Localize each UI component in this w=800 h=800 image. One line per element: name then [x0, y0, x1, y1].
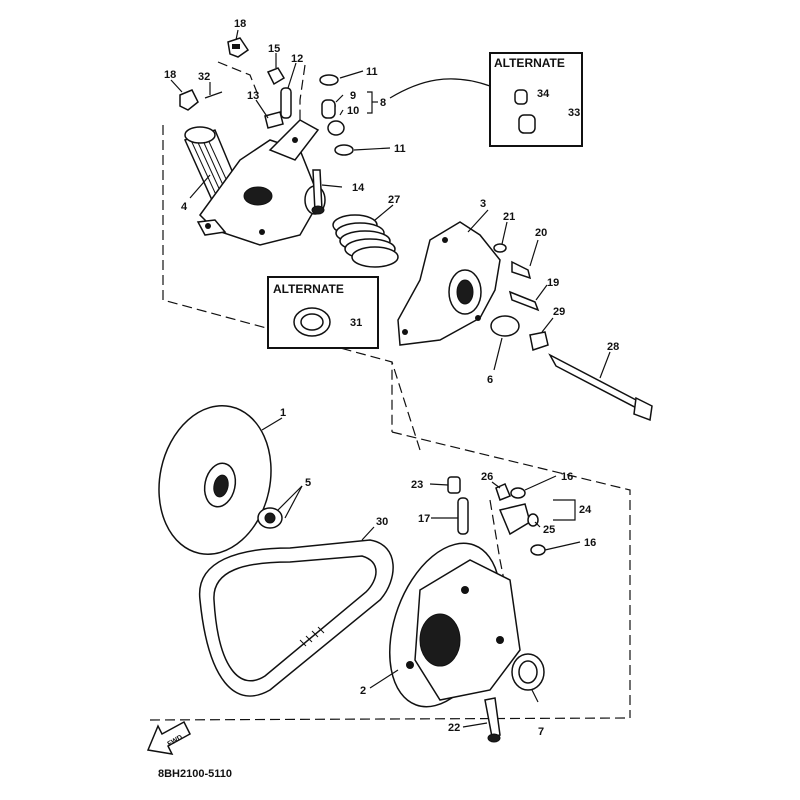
callout-2: 2	[360, 685, 366, 697]
callout-12: 12	[291, 53, 303, 65]
callout-7: 7	[538, 726, 544, 738]
alternate-top-title: ALTERNATE	[494, 56, 565, 70]
callout-28: 28	[607, 341, 619, 353]
bushing-part-7	[511, 653, 545, 691]
callout-33: 33	[568, 107, 580, 119]
cover-hardware	[490, 243, 653, 422]
callout-10: 10	[347, 105, 359, 117]
callout-32: 32	[198, 71, 210, 83]
drive-belt	[199, 539, 394, 697]
alternate-left-title: ALTERNATE	[273, 282, 344, 296]
callout-6: 6	[487, 374, 493, 386]
collar-part-5	[257, 507, 283, 529]
callout-4: 4	[181, 201, 188, 213]
callout-8: 8	[380, 97, 386, 109]
callout-22: 22	[448, 722, 460, 734]
callout-numbers: 1 2 3 4 5 6 7 8 9 10 11 11 12 13 14 15 1…	[164, 18, 619, 738]
leader-lines	[170, 29, 611, 728]
alternate-box-top: ALTERNATE	[489, 52, 583, 147]
callout-26: 26	[481, 471, 493, 483]
lower-small-parts	[447, 476, 546, 743]
callout-23: 23	[411, 479, 423, 491]
callout-19: 19	[547, 277, 559, 289]
callout-27: 27	[388, 194, 400, 206]
callout-16b: 16	[584, 537, 596, 549]
cover-cap	[397, 221, 501, 346]
callout-25: 25	[543, 524, 555, 536]
callout-11b: 11	[394, 143, 406, 155]
callout-24: 24	[579, 504, 592, 516]
callout-30: 30	[376, 516, 388, 528]
front-direction-arrow: FWD	[146, 720, 191, 755]
callout-16a: 16	[561, 471, 573, 483]
alternate-box-left: ALTERNATE	[267, 276, 379, 349]
callout-14: 14	[352, 182, 365, 194]
callout-1: 1	[280, 407, 286, 419]
callout-18a: 18	[234, 18, 246, 30]
callout-31: 31	[350, 317, 362, 329]
movable-sheave	[388, 542, 521, 708]
callout-15: 15	[268, 43, 280, 55]
callout-3: 3	[480, 198, 486, 210]
callout-9: 9	[350, 90, 356, 102]
diagram-code: 8BH2100-5110	[158, 768, 232, 780]
spider-assembly	[183, 119, 326, 246]
weight-roller-parts	[179, 37, 354, 215]
callout-13: 13	[247, 90, 259, 102]
callout-20: 20	[535, 227, 547, 239]
callout-18b: 18	[164, 69, 176, 81]
callout-29: 29	[553, 306, 565, 318]
callout-11a: 11	[366, 66, 378, 78]
callout-21: 21	[503, 211, 515, 223]
callout-17: 17	[418, 513, 430, 525]
callout-34: 34	[537, 88, 550, 100]
callout-5: 5	[305, 477, 311, 489]
spring	[332, 214, 399, 268]
sheave-disc	[158, 405, 272, 555]
